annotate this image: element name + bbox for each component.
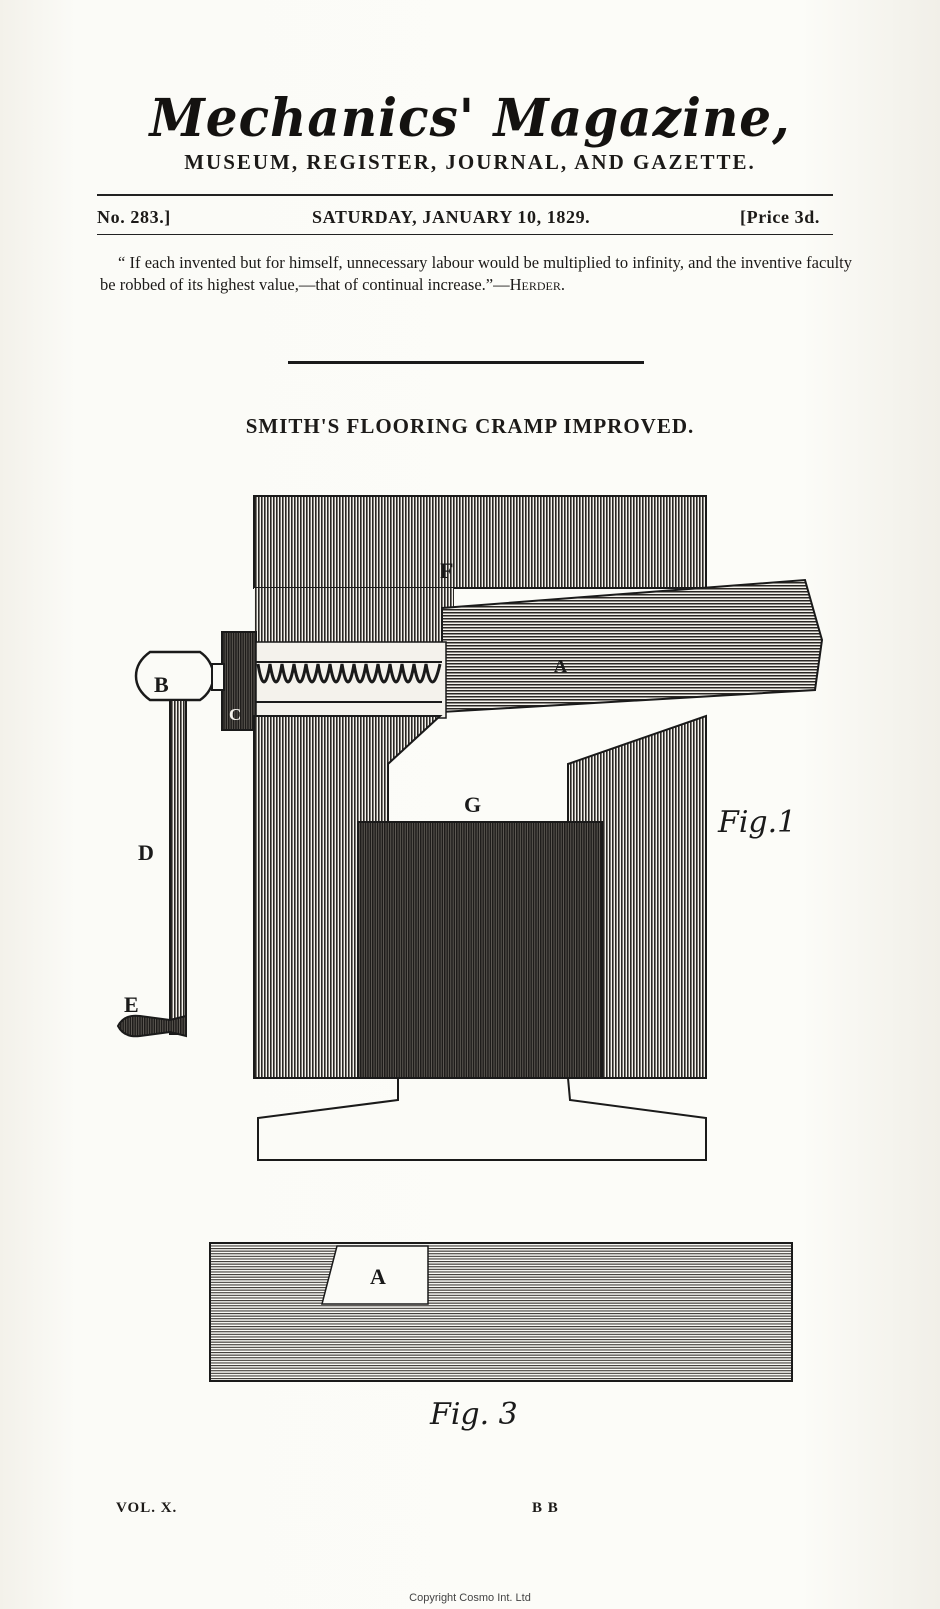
block-f — [253, 495, 707, 589]
label-e: E — [124, 992, 139, 1017]
knob-neck — [211, 663, 225, 691]
fig3-label-a: A — [370, 1264, 386, 1289]
label-b: B — [154, 672, 169, 697]
fig3-board — [209, 1242, 793, 1382]
base-foot — [257, 1077, 707, 1161]
section-divider — [288, 361, 644, 364]
epigraph-author: Herder. — [509, 275, 565, 294]
label-d: D — [138, 840, 154, 865]
grip-e — [116, 1014, 187, 1038]
epigraph-text: “ If each invented but for himself, unne… — [100, 253, 852, 294]
footer-signature: B B — [532, 1500, 559, 1516]
label-a: A — [554, 656, 567, 676]
fig3-caption: Fig. 3 — [429, 1397, 518, 1432]
footer-volume: VOL. X. — [116, 1500, 178, 1516]
knob-b — [134, 650, 216, 702]
fig3-wedge — [321, 1245, 429, 1305]
label-c: C — [229, 705, 241, 724]
article-title: SMITH'S FLOORING CRAMP IMPROVED. — [245, 414, 695, 438]
epigraph: “ If each invented but for himself, unne… — [100, 252, 852, 296]
copyright-notice: Copyright Cosmo Int. Ltd — [409, 1592, 531, 1604]
issue-number: No. 283.] — [97, 207, 171, 227]
issue-date: SATURDAY, JANUARY 10, 1829. — [312, 207, 591, 227]
handle-d — [169, 699, 187, 1035]
masthead-subtitle: MUSEUM, REGISTER, JOURNAL, AND GAZETTE. — [184, 150, 756, 174]
inner-block — [357, 821, 603, 1079]
label-g: G — [464, 792, 481, 817]
issue-price: [Price 3d. — [740, 207, 820, 227]
label-f: F — [440, 558, 453, 583]
top-rule — [97, 194, 833, 196]
screw-thread — [256, 661, 442, 703]
fig1-caption: Fig.1 — [717, 805, 796, 840]
masthead-title: Mechanics' Magazine, — [149, 86, 791, 149]
wedge-a — [441, 578, 824, 714]
issue-rule — [97, 234, 833, 235]
